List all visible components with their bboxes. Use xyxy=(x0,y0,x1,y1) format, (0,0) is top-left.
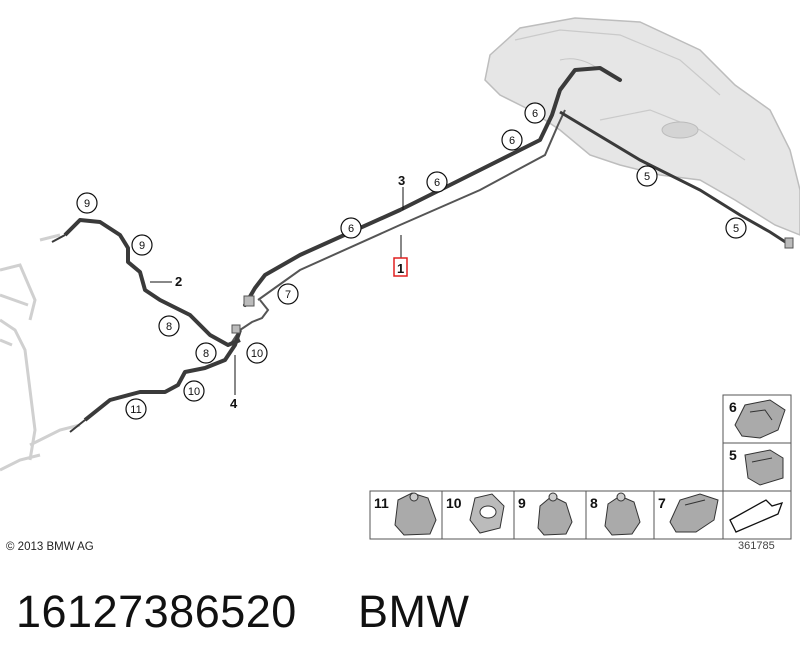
svg-text:6: 6 xyxy=(348,223,354,235)
item-label-4: 4 xyxy=(230,396,238,411)
fuel-pipe-4 xyxy=(69,329,242,433)
callouts: 9 9 8 8 10 10 11 7 6 6 6 6 5 5 xyxy=(76,102,747,420)
svg-text:11: 11 xyxy=(130,404,141,416)
fuel-pipe-3 xyxy=(243,66,622,307)
svg-text:9: 9 xyxy=(84,198,90,210)
legend-row-bottom: 11 10 9 8 7 xyxy=(369,490,792,540)
fuel-tank xyxy=(484,17,800,236)
callout-6-d: 6 xyxy=(524,102,546,124)
svg-text:6: 6 xyxy=(509,135,515,147)
clip-11-icon xyxy=(394,492,437,536)
callout-6-a: 6 xyxy=(340,217,362,239)
fuel-line-diagram: 9 9 8 8 10 10 11 7 6 6 6 6 5 5 3 2 4 1 6… xyxy=(0,17,800,540)
callout-9-b: 9 xyxy=(131,234,153,256)
leader-lines xyxy=(150,187,404,395)
clip-9-icon xyxy=(537,492,573,536)
arrow-icon xyxy=(729,499,784,533)
svg-text:5: 5 xyxy=(733,223,739,235)
copyright-notice: © 2013 BMW AG xyxy=(6,541,94,553)
callout-10-a: 10 xyxy=(246,342,268,364)
legend-num-5: 5 xyxy=(729,447,737,463)
legend-num-7: 7 xyxy=(658,495,666,511)
part-caption: 16127386520 BMW xyxy=(0,586,800,656)
brand-name: BMW xyxy=(358,586,470,637)
fuel-pipe-5 xyxy=(559,110,791,247)
drawing-number: 361785 xyxy=(738,540,775,552)
clip-10-icon xyxy=(469,493,505,534)
clip-7-icon xyxy=(669,493,719,533)
svg-text:10: 10 xyxy=(251,348,263,360)
callout-6-c: 6 xyxy=(501,129,523,151)
part-number: 16127386520 xyxy=(16,586,297,637)
legend-num-10: 10 xyxy=(446,495,462,511)
svg-text:5: 5 xyxy=(644,171,650,183)
callout-7: 7 xyxy=(277,283,299,305)
item-label-1: 1 xyxy=(397,261,404,276)
svg-text:7: 7 xyxy=(285,289,291,301)
svg-text:8: 8 xyxy=(203,348,209,360)
legend-column-right: 6 5 xyxy=(722,394,792,492)
svg-text:6: 6 xyxy=(532,108,538,120)
legend-num-9: 9 xyxy=(518,495,526,511)
clip-8-icon xyxy=(604,492,641,536)
item-label-2: 2 xyxy=(175,274,182,289)
callout-5-a: 5 xyxy=(636,165,658,187)
svg-text:8: 8 xyxy=(166,321,172,333)
item-label-1-highlight[interactable]: 1 xyxy=(393,257,408,277)
callout-5-b: 5 xyxy=(725,217,747,239)
callout-8-a: 8 xyxy=(158,315,180,337)
fuel-pipe-2 xyxy=(51,218,241,347)
pipe-connectors xyxy=(231,237,794,334)
callout-11: 11 xyxy=(125,398,147,420)
callout-6-b: 6 xyxy=(426,171,448,193)
legend-num-8: 8 xyxy=(590,495,598,511)
callout-10-b: 10 xyxy=(183,380,205,402)
svg-text:10: 10 xyxy=(188,386,200,398)
legend-num-6: 6 xyxy=(729,399,737,415)
svg-text:6: 6 xyxy=(434,177,440,189)
svg-text:9: 9 xyxy=(139,240,145,252)
legend-num-11: 11 xyxy=(374,495,389,511)
callout-8-b: 8 xyxy=(195,342,217,364)
callout-9-a: 9 xyxy=(76,192,98,214)
item-label-3: 3 xyxy=(398,173,405,188)
clip-5-icon xyxy=(744,449,784,486)
ghost-hoses xyxy=(0,233,81,472)
clip-6-icon xyxy=(734,399,786,439)
